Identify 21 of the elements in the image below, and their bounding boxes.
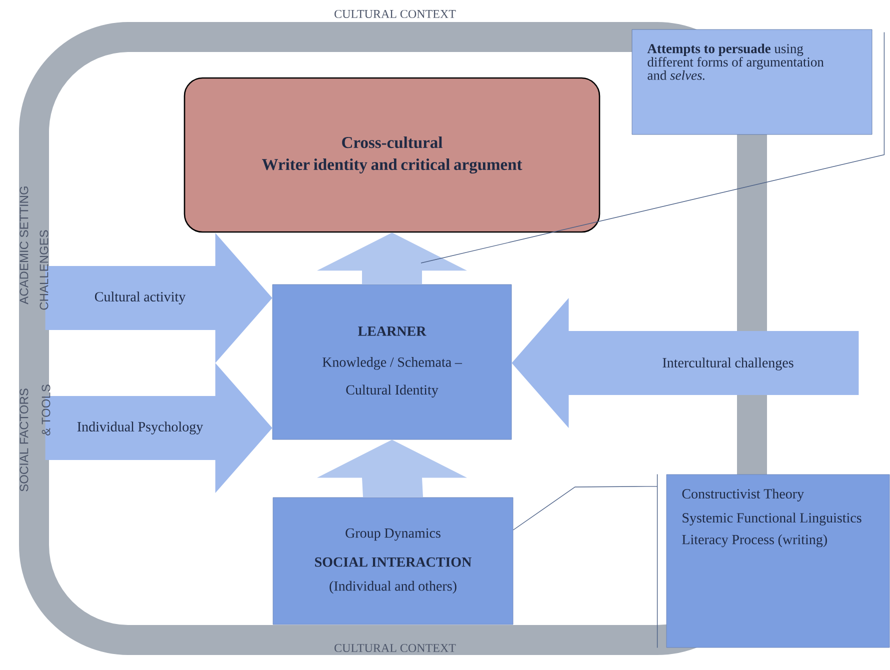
leader-line <box>420 32 885 264</box>
bottom-label: CULTURAL CONTEXT <box>334 644 456 652</box>
outcome-box: Cross-cultural Writer identity and critical argument <box>184 77 600 233</box>
block-arrow <box>317 440 467 498</box>
block-arrow <box>45 233 272 363</box>
theory-box: Constructivist Theory Systemic Functional Linguistics Literacy Process (writing) <box>666 474 890 648</box>
block-arrow <box>45 363 272 493</box>
learner-box: LEARNER Knowledge / Schemata – Cultural Identity <box>272 284 512 440</box>
leader-line <box>512 474 658 648</box>
callout-box: Attempts to persuade using different forms of argumentation and selves. <box>632 29 872 135</box>
block-arrow <box>512 298 859 428</box>
edge-label: Intercultural challenges <box>662 358 794 370</box>
top-label: CULTURAL CONTEXT <box>334 10 456 18</box>
block-arrow <box>317 232 467 284</box>
side-label: ACADEMIC SETTING <box>20 186 28 304</box>
side-label: SOCIAL FACTORS <box>20 388 28 492</box>
side-label: & TOOLS <box>42 384 50 436</box>
interaction-box: Group Dynamics SOCIAL INTERACTION (Individual and others) <box>272 497 514 625</box>
side-label: CHALLENGES <box>40 230 48 310</box>
edge-label: Cultural activity <box>94 292 186 304</box>
edge-label: Individual Psychology <box>77 422 204 434</box>
